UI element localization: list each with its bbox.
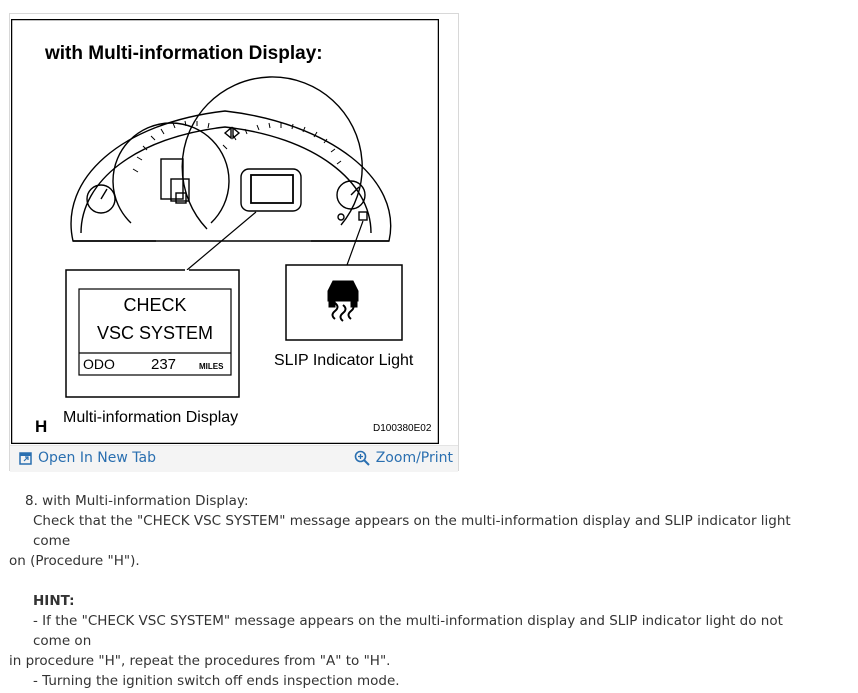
slip-leader-line	[346, 220, 364, 266]
slip-indicator-caption: SLIP Indicator Light	[274, 352, 414, 369]
display-line-1: CHECK	[123, 295, 186, 315]
odo-value: 237	[151, 356, 176, 373]
slip-indicator-callout	[285, 264, 403, 341]
open-in-new-tab-label: Open In New Tab	[38, 450, 156, 466]
odo-label: ODO	[83, 356, 115, 372]
display-line-2: VSC SYSTEM	[97, 323, 213, 343]
multi-info-display-callout: CHECK VSC SYSTEM ODO 237 MILES	[65, 269, 240, 398]
zoom-print-link[interactable]: Zoom/Print	[354, 450, 453, 466]
cluster-diagram: with Multi-information Display:	[11, 19, 439, 444]
procedure-letter: H	[35, 417, 47, 436]
check-instruction-line-1: Check that the "CHECK VSC SYSTEM" messag…	[33, 513, 791, 549]
zoom-icon	[354, 450, 370, 466]
open-in-new-tab-link[interactable]: Open In New Tab	[19, 450, 156, 466]
multi-info-caption: Multi-information Display	[63, 409, 238, 426]
hint-2: - Turning the ignition switch off ends i…	[33, 673, 400, 689]
new-tab-icon	[19, 451, 32, 465]
procedure-text: 8. with Multi-information Display: Check…	[9, 491, 809, 691]
figure-code: D100380E02	[373, 423, 432, 434]
figure-toolbar: Open In New Tab Zoom/Print	[10, 445, 458, 472]
gauge-ticks	[132, 120, 342, 173]
step-heading: 8. with Multi-information Display:	[25, 493, 249, 509]
odo-unit: MILES	[199, 362, 224, 371]
instrument-cluster	[70, 76, 392, 242]
display-leader-line	[186, 211, 257, 271]
hint-label: HINT:	[33, 593, 75, 609]
hint-1-line-2: in procedure "H", repeat the procedures …	[9, 653, 391, 669]
slip-indicator-icon	[327, 280, 359, 322]
check-instruction-line-2: on (Procedure "H").	[9, 553, 140, 569]
zoom-print-label: Zoom/Print	[375, 450, 453, 466]
figure-heading: with Multi-information Display:	[44, 43, 323, 64]
hint-1-line-1: - If the "CHECK VSC SYSTEM" message appe…	[33, 613, 783, 649]
figure-card: with Multi-information Display:	[9, 13, 459, 472]
